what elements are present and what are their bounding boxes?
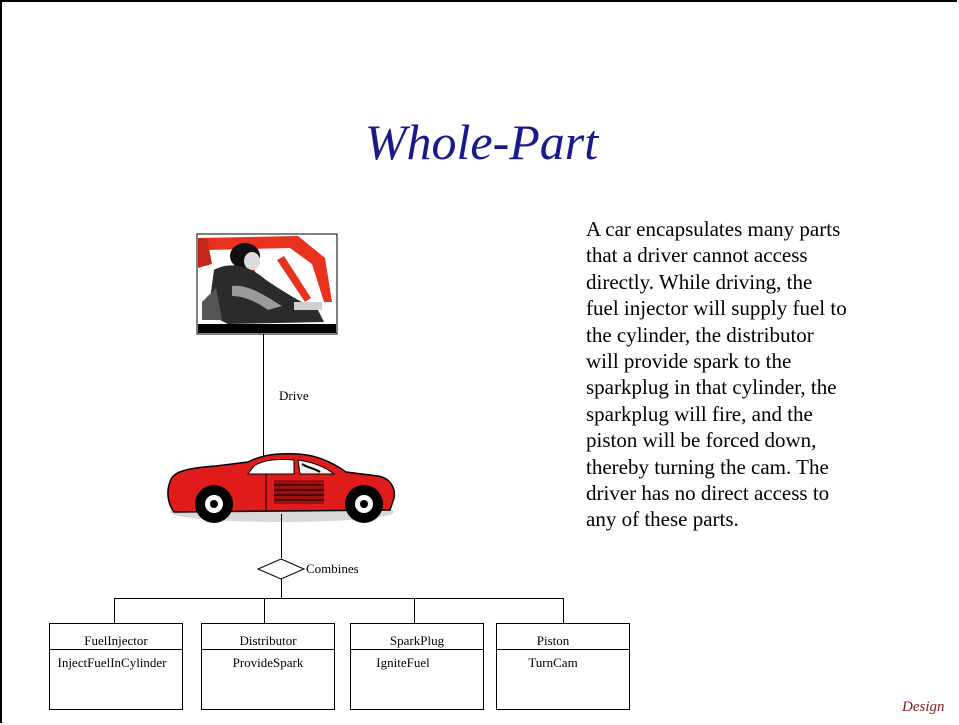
description-line: directly. While driving, the xyxy=(586,269,813,294)
branch-sparkplug xyxy=(414,598,415,623)
description-text: A car encapsulates many parts that a dri… xyxy=(586,216,956,533)
class-name: Piston xyxy=(497,632,629,650)
composition-stem-line xyxy=(281,579,282,598)
description-line: driver has no direct access to xyxy=(586,481,830,506)
branch-distributor xyxy=(264,598,265,623)
branch-fuelinjector xyxy=(114,598,115,623)
description-line: that a driver cannot access xyxy=(586,243,808,268)
footer-label: Design xyxy=(902,699,945,715)
description-line: will provide spark to the xyxy=(586,349,792,374)
class-operation: IgniteFuel xyxy=(376,655,430,670)
description-line: thereby turning the cam. The xyxy=(586,454,829,479)
class-operation: TurnCam xyxy=(528,655,578,670)
description-line: any of these parts. xyxy=(586,507,739,532)
slide-title: Whole-Part xyxy=(364,114,599,170)
class-box-distributor: Distributor ProvideSpark xyxy=(201,623,335,710)
drive-label: Drive xyxy=(279,388,309,403)
class-operation: InjectFuelInCylinder xyxy=(57,655,167,670)
combines-label: Combines xyxy=(306,561,359,576)
description-line: A car encapsulates many parts xyxy=(586,217,841,241)
description-line: fuel injector will supply fuel to xyxy=(586,296,847,321)
class-name: SparkPlug xyxy=(351,632,483,650)
branch-piston xyxy=(563,598,564,623)
description-line: piston will be forced down, xyxy=(586,428,817,453)
class-box-fuelinjector: FuelInjector InjectFuelInCylinder xyxy=(49,623,183,710)
description-line: sparkplug in that cylinder, the xyxy=(586,375,837,400)
composition-branch-line xyxy=(114,598,564,599)
drive-association-line xyxy=(263,334,264,459)
class-name: Distributor xyxy=(202,632,334,650)
car-to-composition-line xyxy=(281,514,282,558)
class-name: FuelInjector xyxy=(50,632,182,650)
description-line: sparkplug will fire, and the xyxy=(586,401,813,426)
description-line: the cylinder, the distributor xyxy=(586,322,814,347)
class-box-piston: Piston TurnCam xyxy=(496,623,630,710)
class-box-sparkplug: SparkPlug IgniteFuel xyxy=(350,623,484,710)
class-operation: ProvideSpark xyxy=(232,655,304,670)
